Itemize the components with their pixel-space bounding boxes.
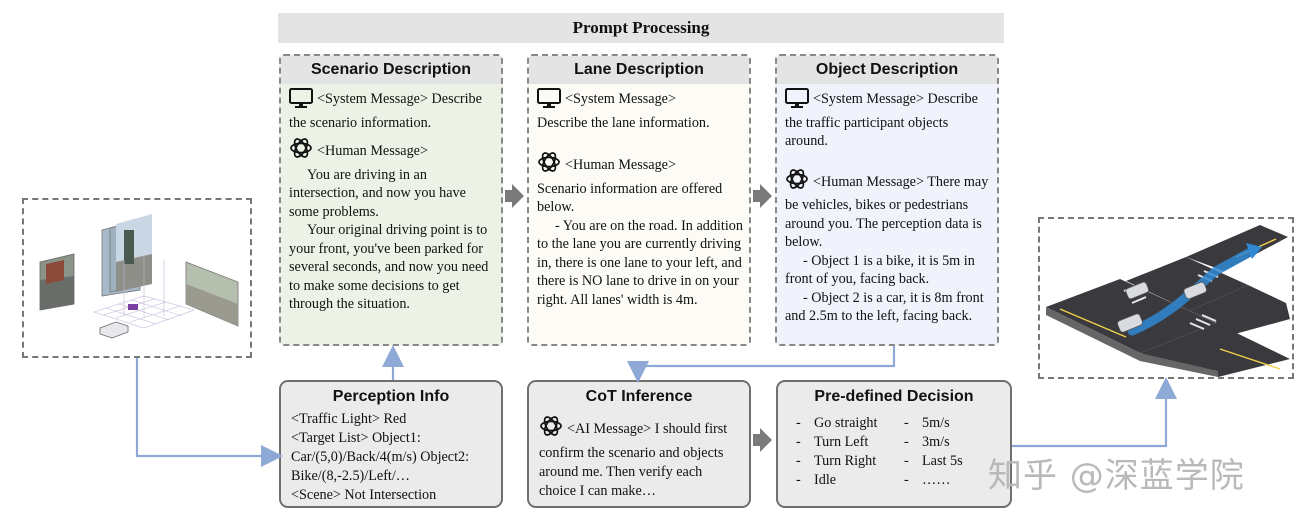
scenario-description-panel: Scenario Description <System Message> De… xyxy=(279,54,503,346)
human-message-intro: Scenario information are offered below. xyxy=(537,180,723,216)
chatgpt-icon xyxy=(537,150,561,180)
object-description-panel: Object Description <System Message> Desc… xyxy=(775,54,999,346)
sensor-views-illustration xyxy=(39,214,239,339)
watermark: 知乎 @深蓝学院 xyxy=(988,456,1245,496)
system-message-tag: <System Message> xyxy=(813,91,924,107)
decision-value: Last 5s xyxy=(922,453,963,469)
decision-dash: - xyxy=(904,415,909,431)
human-message-paragraph-2: Your original driving point is to your f… xyxy=(289,222,489,312)
system-message-text: Describe the scenario information. xyxy=(289,91,482,131)
flow-arrow-cot-to-decision xyxy=(753,428,772,452)
human-message-tag: <Human Message> xyxy=(813,173,924,190)
decision-row: - Turn Left - 3m/s xyxy=(796,433,1002,452)
decision-action: Turn Left xyxy=(814,434,869,450)
decision-dash: - xyxy=(904,453,909,469)
object-2-text: - Object 2 is a car, it is 8m front and … xyxy=(785,289,984,325)
chatgpt-icon xyxy=(785,167,809,197)
decision-row: - Idle - …… xyxy=(796,471,1002,490)
panel-title: Scenario Description xyxy=(281,56,501,84)
sensor-input-image xyxy=(22,198,252,358)
decision-row: - Turn Right - Last 5s xyxy=(796,452,1002,471)
target-list-line: <Target List> Object1: Car/(5,0)/Back/4(… xyxy=(291,430,470,484)
intersection-illustration xyxy=(1046,225,1290,377)
human-message-intro: There may be vehicles, bikes or pedestri… xyxy=(785,173,989,251)
monitor-icon xyxy=(785,88,809,114)
system-message-text: Describe the lane information. xyxy=(537,114,710,131)
decision-action: Idle xyxy=(814,472,837,488)
ai-message-tag: <AI Message> xyxy=(567,421,652,437)
system-message-tag: <System Message> xyxy=(317,91,428,107)
human-message-tag: <Human Message> xyxy=(317,143,428,159)
decision-action: Turn Right xyxy=(814,453,877,469)
system-message-tag: <System Message> xyxy=(565,91,676,107)
decision-dash: - xyxy=(796,415,801,431)
decision-value: 3m/s xyxy=(922,434,950,450)
decision-dash: - xyxy=(796,472,801,488)
scene-line: <Scene> Not Intersection xyxy=(291,487,437,503)
flow-arrow-lane-to-object xyxy=(753,184,772,208)
decision-value: …… xyxy=(922,472,951,488)
decision-value: 5m/s xyxy=(922,415,950,431)
ai-message-text: I should first confirm the scenario and … xyxy=(539,421,728,499)
panel-title: Object Description xyxy=(777,56,997,84)
intersection-output-image xyxy=(1038,217,1294,379)
decision-row: - Go straight - 5m/s xyxy=(796,414,1002,433)
box-title: Perception Info xyxy=(332,388,450,405)
banner-title: Prompt Processing xyxy=(572,18,710,37)
prompt-processing-banner: Prompt Processing xyxy=(278,13,1004,43)
decision-dash: - xyxy=(796,434,801,450)
perception-info-box: Perception Info <Traffic Light> Red <Tar… xyxy=(279,380,503,508)
chatgpt-icon xyxy=(289,136,313,166)
panel-title: Lane Description xyxy=(529,56,749,84)
decision-dash: - xyxy=(904,434,909,450)
monitor-icon xyxy=(537,88,561,114)
human-message-detail: - You are on the road. In addition to th… xyxy=(537,217,743,308)
human-message-tag: <Human Message> xyxy=(565,157,676,173)
connector-decision-to-output xyxy=(1012,377,1177,448)
system-message-text: Describe the traffic participant objects… xyxy=(785,91,978,149)
human-message-paragraph-1: You are driving in an intersection, and … xyxy=(289,166,466,220)
flow-arrow-scenario-to-lane xyxy=(505,184,524,208)
object-1-text: - Object 1 is a bike, it is 5m in front … xyxy=(785,252,975,288)
connector-image-to-perception xyxy=(135,358,283,467)
box-title: CoT Inference xyxy=(585,388,693,405)
monitor-icon xyxy=(289,88,313,114)
lane-description-panel: Lane Description <System Message> Descri… xyxy=(527,54,751,346)
decision-dash: - xyxy=(796,453,801,469)
decision-action: Go straight xyxy=(814,415,878,431)
connector-object-to-cot xyxy=(627,346,896,383)
decision-dash: - xyxy=(904,472,909,488)
traffic-light-line: <Traffic Light> Red xyxy=(291,411,407,427)
box-title: Pre-defined Decision xyxy=(814,388,974,405)
predefined-decision-box: Pre-defined Decision - Go straight - 5m/… xyxy=(776,380,1012,508)
chatgpt-icon xyxy=(539,414,563,444)
cot-inference-box: CoT Inference <AI Message> I should firs… xyxy=(527,380,751,508)
